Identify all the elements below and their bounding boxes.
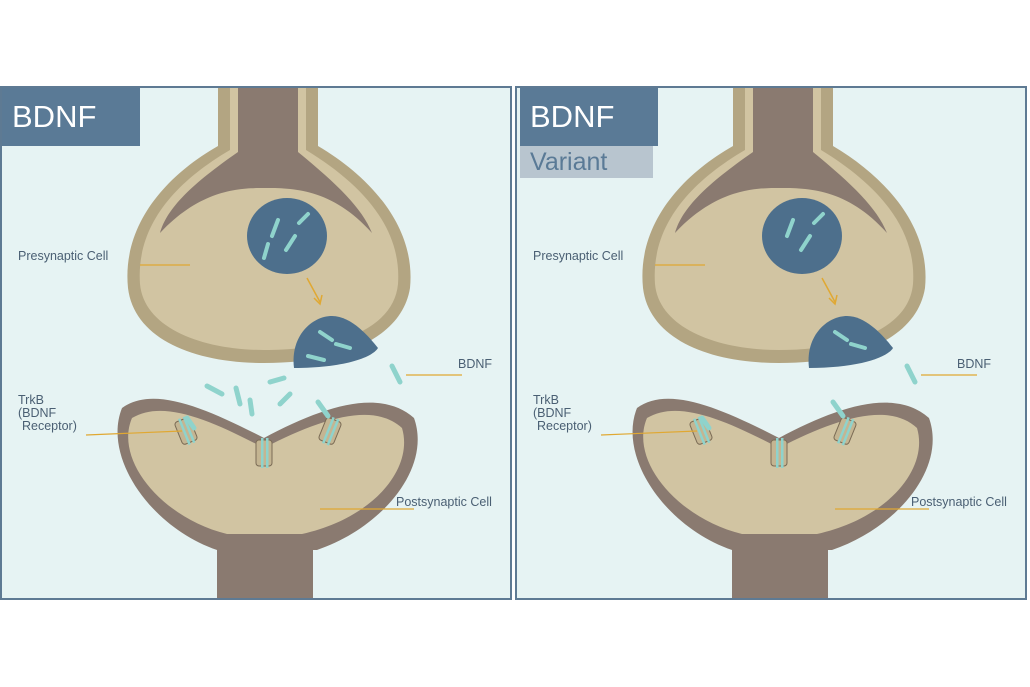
presynaptic-cell-label: Presynaptic Cell <box>18 249 109 263</box>
trkb-label-line1: TrkB <box>533 393 559 407</box>
panel-subtitle: Variant <box>520 146 653 178</box>
bdnf-molecules <box>699 363 918 431</box>
panel-bdnf-variant: BDNF Variant Presynaptic Cell BDNF TrkB … <box>515 86 1027 600</box>
bdnf-label: BDNF <box>458 357 493 371</box>
fusing-vesicle <box>293 316 378 368</box>
trkb-receptor <box>833 416 857 446</box>
bdnf-label: BDNF <box>957 357 992 371</box>
pointer-lines <box>85 264 462 510</box>
fusing-vesicle <box>808 316 893 368</box>
trkb-receptor <box>255 438 273 468</box>
panel-title: BDNF <box>520 88 658 146</box>
release-arrow <box>821 277 838 306</box>
trkb-receptor <box>770 438 788 468</box>
panel-title: BDNF <box>2 88 140 146</box>
synapse-diagram-normal <box>85 88 462 598</box>
postsynaptic-cell <box>117 398 418 598</box>
postsynaptic-cell-label: Postsynaptic Cell <box>911 495 1007 509</box>
vesicle <box>762 198 842 274</box>
panel-bdnf: BDNF Presynaptic Cell BDNF TrkB (BDNF Re… <box>0 86 512 600</box>
postsynaptic-cell-label: Postsynaptic Cell <box>396 495 492 509</box>
pointer-lines <box>600 264 977 510</box>
release-arrow <box>306 277 323 306</box>
synapse-diagram-variant <box>600 88 977 598</box>
trkb-label-line3: Receptor) <box>22 419 77 433</box>
trkb-label-line2: (BDNF <box>533 406 572 420</box>
trkb-label-line2: (BDNF <box>18 406 57 420</box>
bdnf-molecules <box>184 363 403 431</box>
trkb-label-line3: Receptor) <box>537 419 592 433</box>
trkb-label-line1: TrkB <box>18 393 44 407</box>
postsynaptic-cell <box>632 398 933 598</box>
presynaptic-cell-label: Presynaptic Cell <box>533 249 624 263</box>
trkb-receptor <box>318 416 342 446</box>
vesicle <box>247 198 327 274</box>
